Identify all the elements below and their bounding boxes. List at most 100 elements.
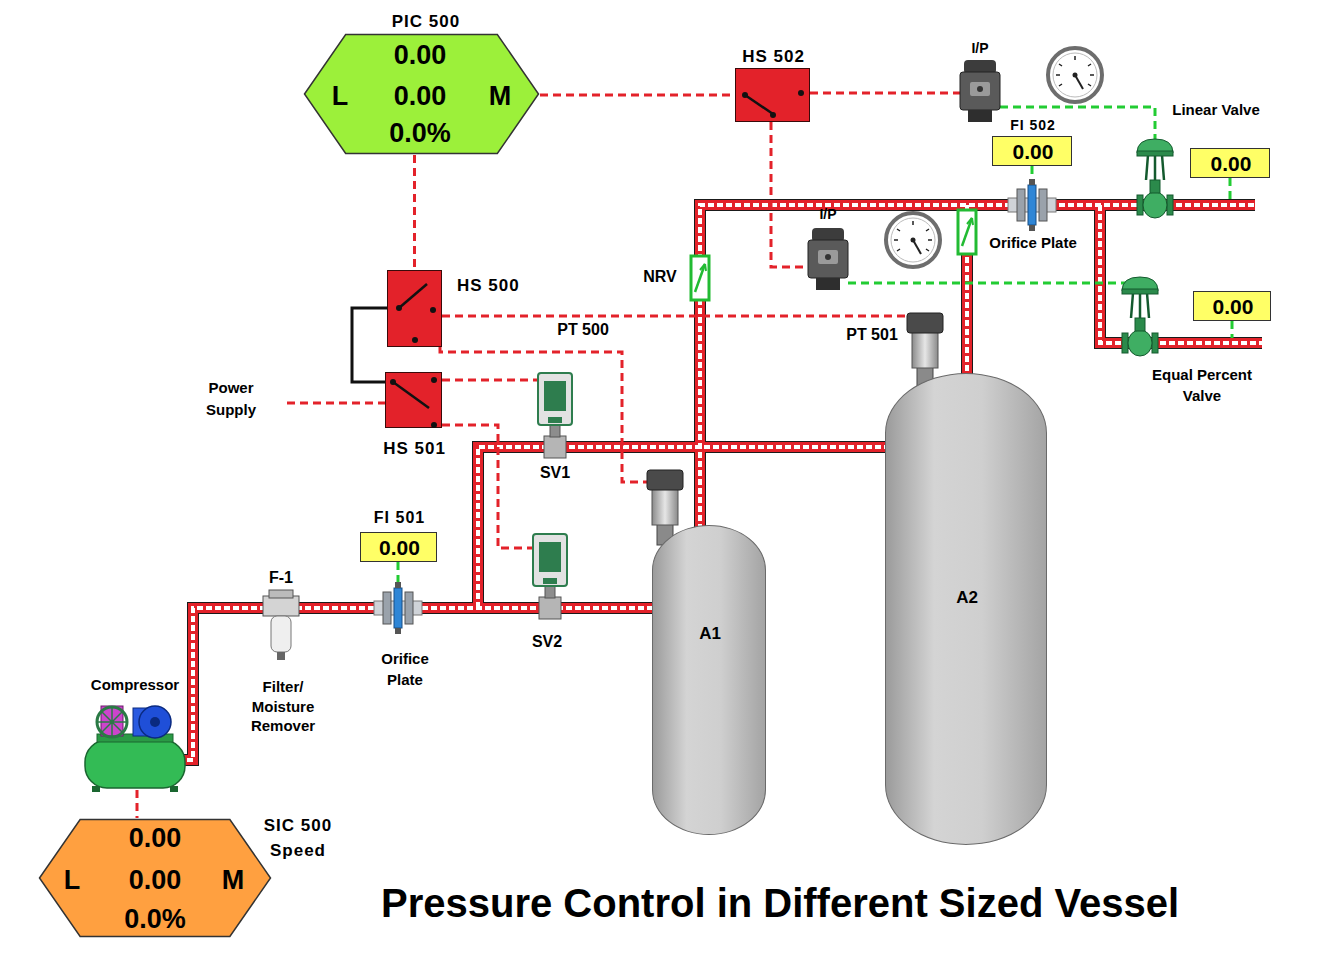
air-filter [269,590,293,598]
compressor-symbol [85,740,185,788]
device-name: Filter/ Moisture Remover [237,677,329,736]
switch-symbol [431,422,437,428]
device-name: Compressor [80,676,190,693]
pressure-gauge [1048,48,1102,102]
switch-symbol [430,307,436,313]
switch-tag: HS 500 [457,276,542,296]
air-pipe [178,608,656,760]
mode-letter: M [218,865,248,896]
flow-indicator: FI 5010.00 [360,532,437,562]
switch-symbol [390,379,396,385]
compressor-symbol [97,707,127,737]
power-link [352,308,387,382]
diagram-title: Pressure Control in Different Sized Vess… [240,880,1320,926]
ip-converter [960,60,1000,122]
pressure-vessel: A2 [885,373,1047,845]
valve-output-display: 0.00 [1193,291,1271,321]
mode-letter: L [325,81,355,112]
device-tag: NRV [638,268,682,286]
air-filter [271,616,291,652]
signal-wire [442,425,533,548]
speed-controller: SIC 500 Speed0.00L0.00M0.0% [38,818,272,938]
signal-wire [440,347,647,482]
solenoid-valve [533,534,567,619]
ip-converter [808,228,848,290]
compressor-symbol [97,707,127,737]
mode-letter: L [57,865,87,896]
solenoid-valve [538,373,572,458]
signal-wire [442,315,907,318]
signal-wire [540,94,735,97]
air-pipe [178,608,656,760]
air-pipe [1100,205,1262,343]
output-percent: 0.0% [360,118,480,149]
pneumatic-line [1231,321,1234,338]
device-tag: I/P [808,206,848,222]
orifice-plate [374,582,422,634]
setpoint-value: 0.00 [360,81,480,112]
switch-symbol [745,95,773,114]
hexagon-outline [40,820,271,937]
output-value: 0.00 [1191,152,1271,176]
valve-name: Linear Valve [1156,101,1276,118]
hexagon-outline [305,35,539,154]
switch-symbol [735,68,810,122]
pneumatic-line [397,562,400,582]
switch-symbol [798,90,804,96]
pneumatic-line [1229,178,1232,200]
device-name: Orifice Plate [973,234,1093,251]
valve-output-display: 0.00 [1190,148,1270,178]
pneumatic-line [1031,166,1034,179]
device-name: Orifice Plate [366,648,444,690]
flow-value: 0.00 [993,140,1073,164]
indicator-tag: FI 502 [993,117,1073,133]
air-pipe [1100,205,1262,343]
pneumatic-line [848,282,1140,285]
pressure-controller: PIC 5000.00L0.00M0.0% [303,33,540,155]
pressure-gauge [886,213,940,267]
control-valve [1137,139,1173,218]
transmitter-tag: PT 501 [837,326,907,344]
indicator-tag: FI 501 [361,509,438,527]
switch-symbol [770,112,776,118]
flow-value: 0.00 [361,536,438,560]
air-filter [263,596,299,616]
compressor-symbol [150,717,160,727]
air-filter [277,652,285,660]
signal-wire [413,155,416,270]
valve-name: Equal Percent Valve [1132,364,1272,406]
switch-tag: HS 502 [731,47,816,67]
hand-switch: HS 501 [385,372,442,428]
flow-indicator: FI 5020.00 [992,136,1072,166]
process-value: 0.00 [360,40,480,71]
controller-tag: PIC 500 [366,12,486,32]
pneumatic-line [398,107,1232,582]
switch-symbol [387,270,442,347]
control-valve [1122,277,1158,356]
device-tag: F-1 [259,569,303,587]
check-valve [958,210,976,254]
mode-letter: M [485,81,515,112]
switch-symbol [399,284,427,308]
signal-wire [137,93,960,818]
hand-switch: HS 502 [735,68,810,122]
vessel-tag: A2 [927,588,1007,608]
air-pipe [1100,205,1262,343]
switch-symbol [385,372,442,428]
output-percent: 0.0% [95,904,215,935]
switch-symbol [396,305,402,311]
supply-label: Power Supply [195,377,267,421]
device-tag: I/P [960,40,1000,56]
vessel-tag: A1 [670,624,750,644]
compressor-symbol [85,706,185,792]
signal-wire [442,379,538,382]
valve-tag: SV2 [525,633,569,651]
transmitter-tag: PT 500 [548,321,618,339]
switch-symbol [742,92,748,98]
air-pipe [178,608,656,760]
signal-wire [771,122,808,267]
switch-symbol [393,382,429,408]
switch-symbol [412,337,418,343]
